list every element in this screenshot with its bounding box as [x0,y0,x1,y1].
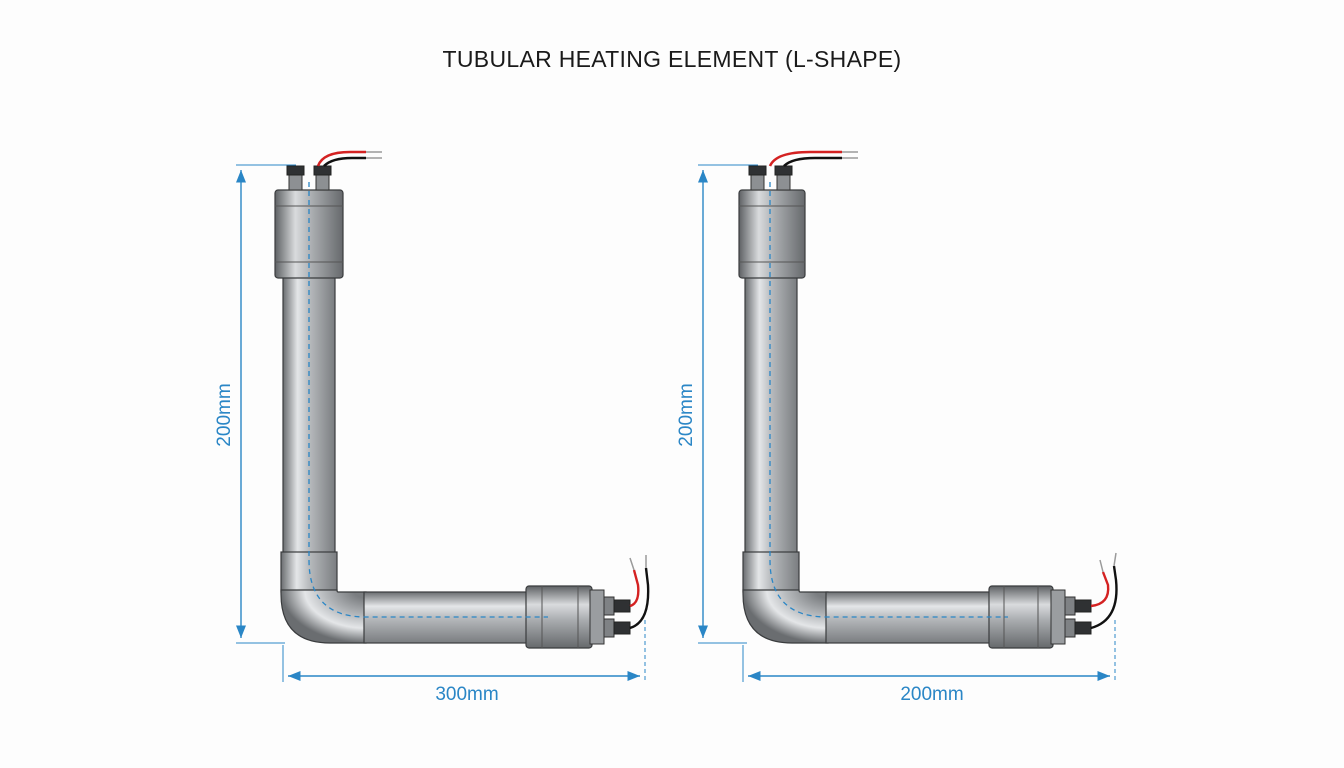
elbow-bend [742,589,829,644]
top-terminal-studs [286,165,332,191]
centerline [769,182,1008,618]
side-terminal-studs [1064,596,1092,638]
side-lead-wires [1090,552,1118,630]
dimension-label-horizontal: 200mm [900,684,963,705]
elbow-bend [280,589,367,644]
element-left: 200mm 300mm [214,150,650,705]
centerline [308,182,548,618]
side-lead-wires [629,555,650,630]
dimension-label-vertical: 200mm [214,383,235,446]
dimension-vertical: 200mm [214,164,296,644]
top-lead-wires [316,150,382,167]
dimension-horizontal: 200mm [742,620,1116,705]
side-terminal-studs [603,596,631,638]
top-terminal-studs [748,165,793,191]
top-lead-wires [768,150,858,167]
element-right: 200mm 200mm [676,150,1118,705]
dimension-horizontal: 300mm [282,620,646,705]
bend-sleeve [280,551,338,593]
dimension-vertical: 200mm [676,164,758,644]
page-title: TUBULAR HEATING ELEMENT (L-SHAPE) [442,46,902,72]
top-terminal-cap [274,189,344,279]
top-terminal-cap [738,189,806,279]
dimension-label-vertical: 200mm [676,383,697,446]
vertical-tube [744,274,798,561]
dimension-label-horizontal: 300mm [435,684,498,705]
